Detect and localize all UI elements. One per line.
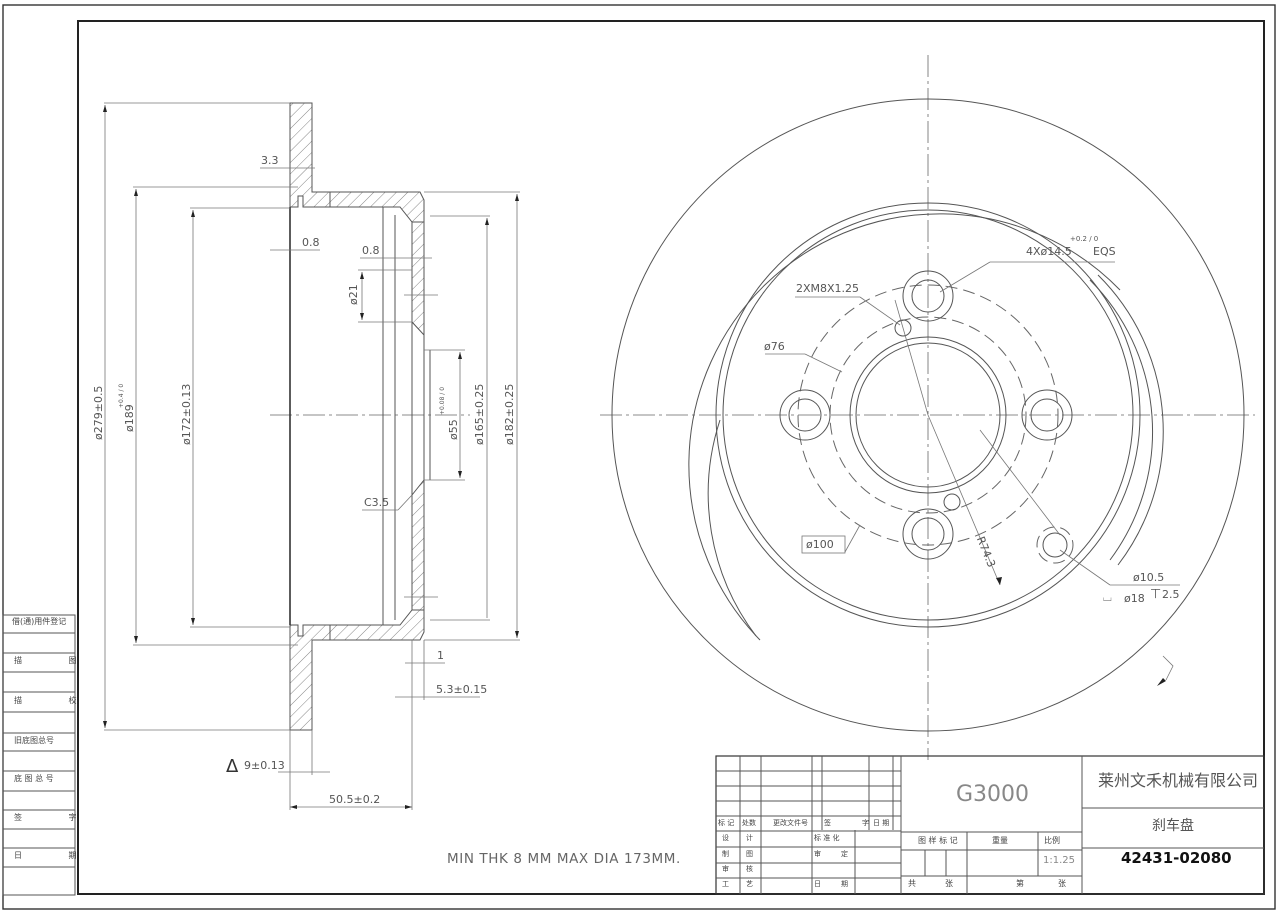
front-view (600, 55, 1255, 760)
section-view (103, 102, 520, 810)
side-table (2, 614, 76, 896)
sheet-inner-border (77, 20, 1265, 895)
sheet-outer-border (2, 4, 1276, 910)
title-block (715, 755, 1265, 895)
